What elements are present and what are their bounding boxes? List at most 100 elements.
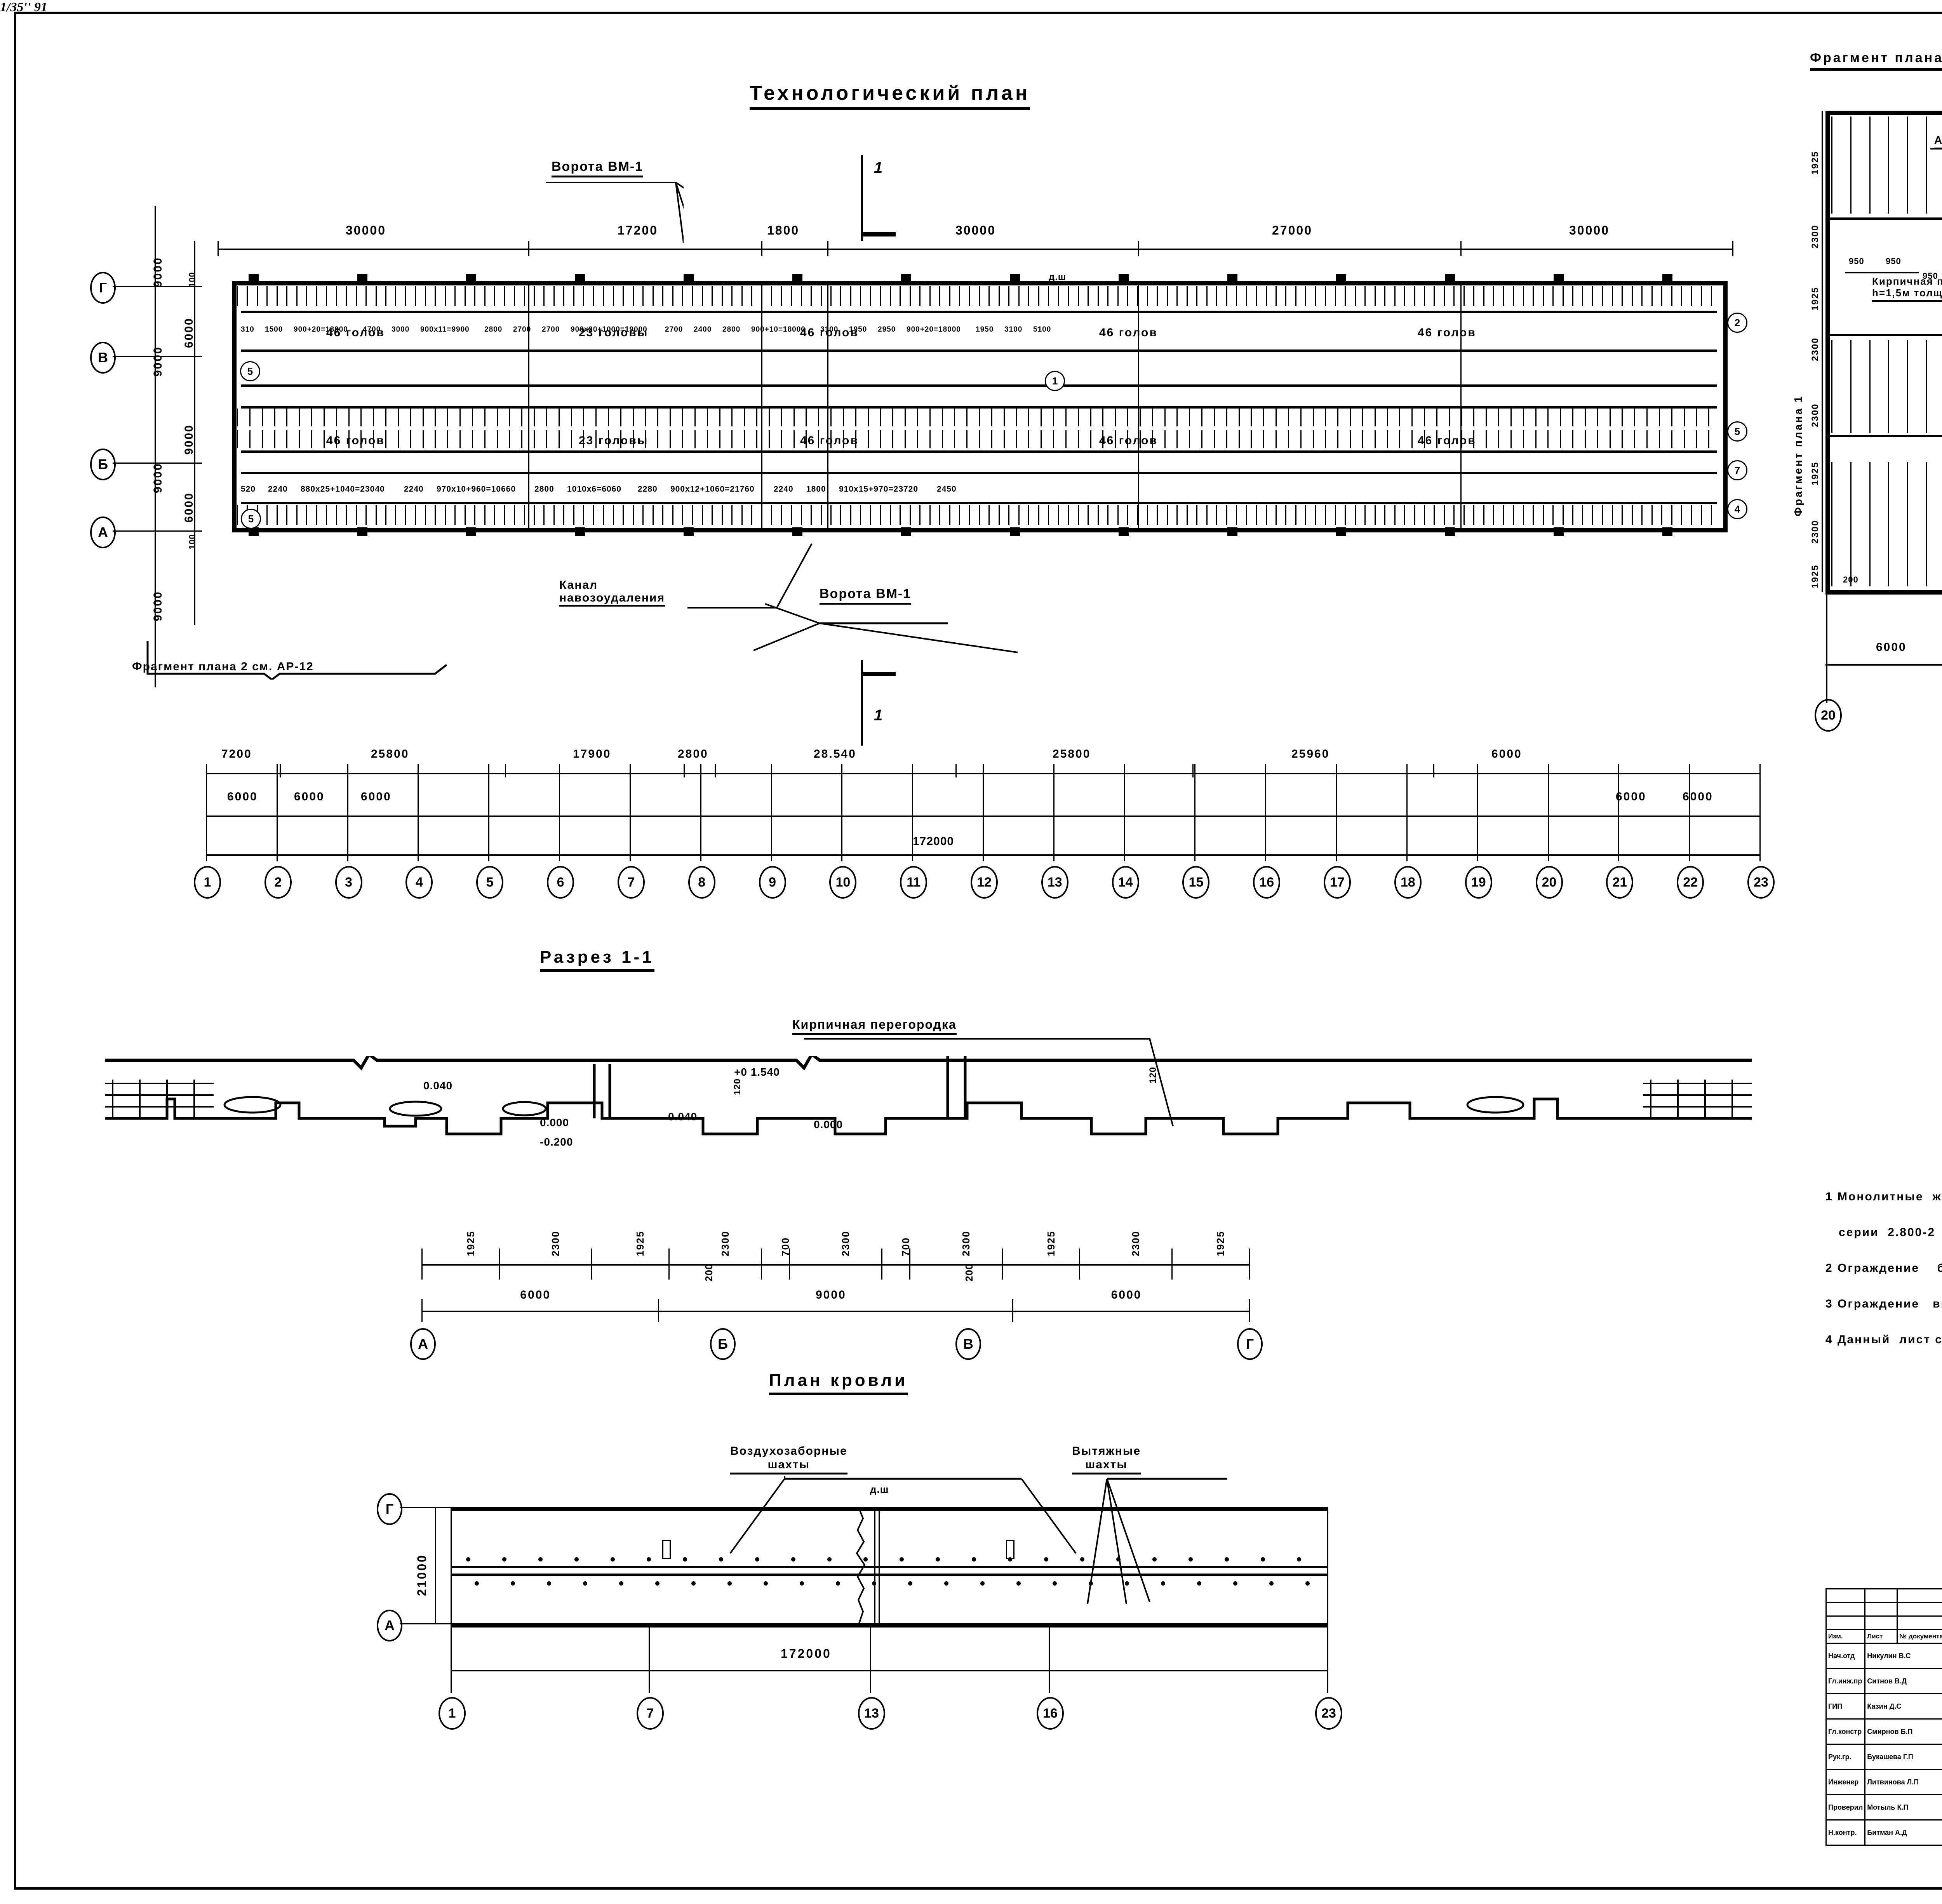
chain-axis-9[interactable]: 9 [759,866,786,899]
title-block-blank-row [1825,1588,1942,1603]
roof-dot-top-9 [791,1557,795,1561]
chain-axis-21[interactable]: 21 [1606,866,1634,899]
chain-axis-16[interactable]: 16 [1253,866,1281,899]
chain-axis-20[interactable]: 20 [1535,866,1563,899]
chain-axis-11[interactable]: 11 [900,866,927,899]
plan-column-bot-11 [1445,527,1455,536]
room-marker-7-right[interactable]: 7 [1727,460,1747,480]
label-fragment-plan-side: Фрагмент плана 1 [1792,395,1804,516]
row-dim-top-6: 2800 [484,325,503,334]
row-dim-bot-3: 2240 [404,485,424,494]
chain-axis-5[interactable]: 5 [476,866,504,899]
section-axis-A[interactable]: А [410,1328,436,1360]
chain-axis-19[interactable]: 19 [1465,866,1492,899]
chain-axis-23[interactable]: 23 [1747,866,1775,899]
section-axis-G[interactable]: Г [1237,1328,1263,1360]
dim-top-tick-0 [218,241,219,256]
heads-lower-0: 46 голов [326,434,385,447]
sec-dim-u-10: 1925 [1215,1231,1227,1256]
roof-axis-num-16[interactable]: 16 [1037,1697,1064,1730]
chain-axis-10[interactable]: 10 [829,866,857,899]
axis-bubble-G[interactable]: Г [90,272,116,304]
chain-ext-23 [1759,764,1761,861]
row-dim-top-0: 310 [241,325,254,334]
chain-axis-2[interactable]: 2 [264,866,292,899]
roof-axis-G[interactable]: Г [377,1493,402,1525]
roof-dot-top-6 [683,1557,687,1561]
roof-axis-num-1[interactable]: 1 [439,1697,466,1730]
heads-upper-3: 46 голов [1099,326,1158,339]
heads-upper-4: 46 голов [1418,326,1476,339]
roof-dot-top-22 [1261,1557,1265,1561]
roof-axis-A[interactable]: А [377,1610,402,1641]
section-axis-V[interactable]: В [955,1328,981,1360]
chain-axis-18[interactable]: 18 [1394,866,1422,899]
chain-ext-22 [1689,764,1690,861]
row-dim-top-20: 5100 [1033,325,1051,334]
dim-top-1: 17200 [618,223,658,237]
label-brick-partition-fragment: Кирпичная перегородка h=1,5м толщ. 120 м… [1872,275,1942,302]
chain-axis-14[interactable]: 14 [1112,866,1139,899]
chain-axis-8[interactable]: 8 [688,866,715,899]
room-marker-5-bl[interactable]: 5 [241,509,261,529]
chain-ext-3 [347,764,348,861]
title-block-blank-cell [1825,1588,1866,1603]
axis-bubble-V[interactable]: В [90,342,116,374]
heads-upper-1: 23 головы [579,326,649,339]
label-dsh-plan: д.ш [1049,272,1066,282]
heads-upper-2: 46 голов [800,326,859,339]
sec-dim-u-tick-9 [1079,1248,1081,1280]
dim-line-left-outer [194,241,195,625]
room-marker-1[interactable]: 1 [1045,371,1065,391]
chain-axis-3[interactable]: 3 [335,866,362,899]
chain-axis-13[interactable]: 13 [1041,866,1068,899]
plan-column-top-2 [466,274,476,283]
frag-axis-20[interactable]: 20 [1815,699,1842,732]
chain-axis-1[interactable]: 1 [194,866,221,899]
chain-axis-12[interactable]: 12 [971,866,998,899]
roof-dot-bot-9 [800,1581,804,1586]
chain-axis-6[interactable]: 6 [547,866,574,899]
row-dim-top-10: 2700 [665,325,683,334]
chain-ext-5 [488,764,490,861]
room-marker-5-right[interactable]: 5 [1727,421,1747,442]
plan-aisle-1b [241,350,1717,352]
roof-axis-num-13[interactable]: 13 [858,1697,885,1730]
roof-dot-bot-8 [764,1581,768,1586]
plan-column-top-0 [249,274,259,283]
level-0000-a: 0.000 [540,1116,569,1128]
row-dim-top-1: 1500 [265,325,283,334]
chain-axis-17[interactable]: 17 [1324,866,1351,899]
roof-dot-bot-5 [655,1581,660,1586]
plan-aisle-3c [241,502,1717,504]
row-dim-bot-1: 2240 [268,485,288,494]
roof-dot-top-13 [936,1557,940,1561]
chain-axis-15[interactable]: 15 [1182,866,1210,899]
roof-dot-top-7 [719,1557,723,1561]
room-marker-2-right[interactable]: 2 [1727,313,1747,333]
room-marker-4-right[interactable]: 4 [1727,499,1747,519]
axis-bubble-B[interactable]: Б [90,449,116,480]
roof-axis-num-7[interactable]: 7 [637,1697,664,1730]
chain-ext-20 [1547,764,1549,861]
plan-wall-left [232,281,237,530]
section-axis-B[interactable]: Б [710,1328,736,1360]
plan-aisle-3b [241,472,1717,474]
roof-dim-line-length [451,1670,1328,1671]
dim-top-5: 30000 [1569,223,1610,237]
room-marker-5-left[interactable]: 5 [240,361,260,381]
roof-dot-top-2 [538,1557,543,1561]
sec-dim-l-0: 6000 [520,1288,551,1301]
chain-axis-7[interactable]: 7 [617,866,645,899]
plan-column-bot-0 [249,527,259,536]
title-block-role: Нач.отд [1825,1643,1866,1669]
roof-axis-num-23[interactable]: 23 [1315,1697,1342,1730]
chain-axis-4[interactable]: 4 [405,866,433,899]
dim-top-3: 30000 [955,223,996,237]
title-block-role: Гл.инж.пр [1825,1668,1866,1694]
axis-bubble-A[interactable]: А [90,516,116,548]
row-dim-top-5: 900x11=9900 [420,325,470,334]
chain-axis-22[interactable]: 22 [1677,866,1704,899]
sheet-border-left [14,12,16,1890]
sec-dim-l-2: 6000 [1111,1288,1142,1301]
